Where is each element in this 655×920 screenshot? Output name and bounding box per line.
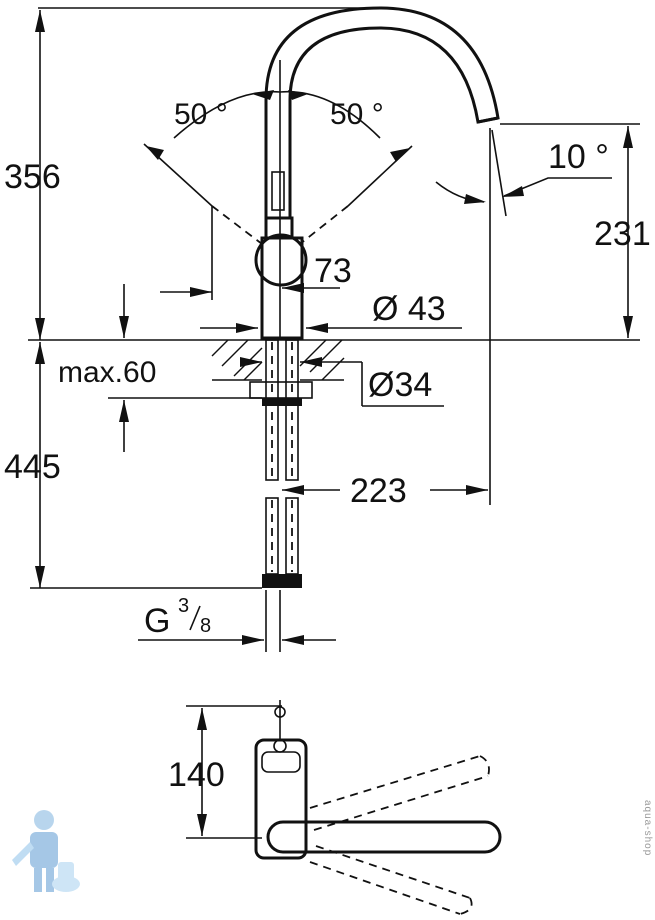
- dimension-d43-label: Ø 43: [372, 290, 446, 328]
- thread-g-label: G: [144, 602, 170, 640]
- faucet-body: [254, 216, 308, 340]
- angle-left-label: 50 °: [174, 98, 228, 131]
- watermark-text: aqua-shop: [642, 800, 653, 857]
- thread-fraction-slash: [189, 605, 201, 631]
- dimension-10deg-label: 10 °: [548, 138, 609, 176]
- dimension-231-label: 231: [594, 215, 651, 253]
- dimension-73-label: 73: [314, 252, 352, 290]
- dimension-445-lines: [30, 342, 262, 589]
- thread-denominator-label: 8: [200, 615, 211, 637]
- plumber-logo-icon: [12, 810, 80, 892]
- dimension-231-lines: [500, 123, 640, 338]
- dimension-max60-label: max.60: [58, 356, 156, 389]
- dimension-max60-lines: [108, 284, 262, 452]
- dimension-223-label: 223: [350, 472, 407, 510]
- angle-right-label: 50 °: [330, 98, 384, 131]
- dimension-d43-lines: [200, 323, 462, 333]
- dimension-d34-label: Ø34: [368, 366, 432, 404]
- thread-numerator-label: 3: [178, 595, 189, 617]
- supply-hoses: [249, 339, 313, 652]
- deck-hatching: [211, 339, 345, 381]
- dimension-356-lines: [35, 7, 370, 340]
- thread-dimension-lines: [138, 635, 336, 645]
- dimension-356-label: 356: [4, 158, 61, 196]
- dimension-d34-lines: [240, 357, 444, 407]
- dimension-73-lines: [282, 283, 340, 293]
- dimension-10deg-lines: [435, 128, 612, 505]
- dimension-223-lines: [282, 485, 488, 495]
- handle-swing-lines: [143, 90, 413, 300]
- dimension-140-label: 140: [168, 756, 225, 794]
- dimension-445-label: 445: [4, 448, 61, 486]
- faucet-spout: [264, 6, 500, 340]
- top-view: [186, 700, 502, 915]
